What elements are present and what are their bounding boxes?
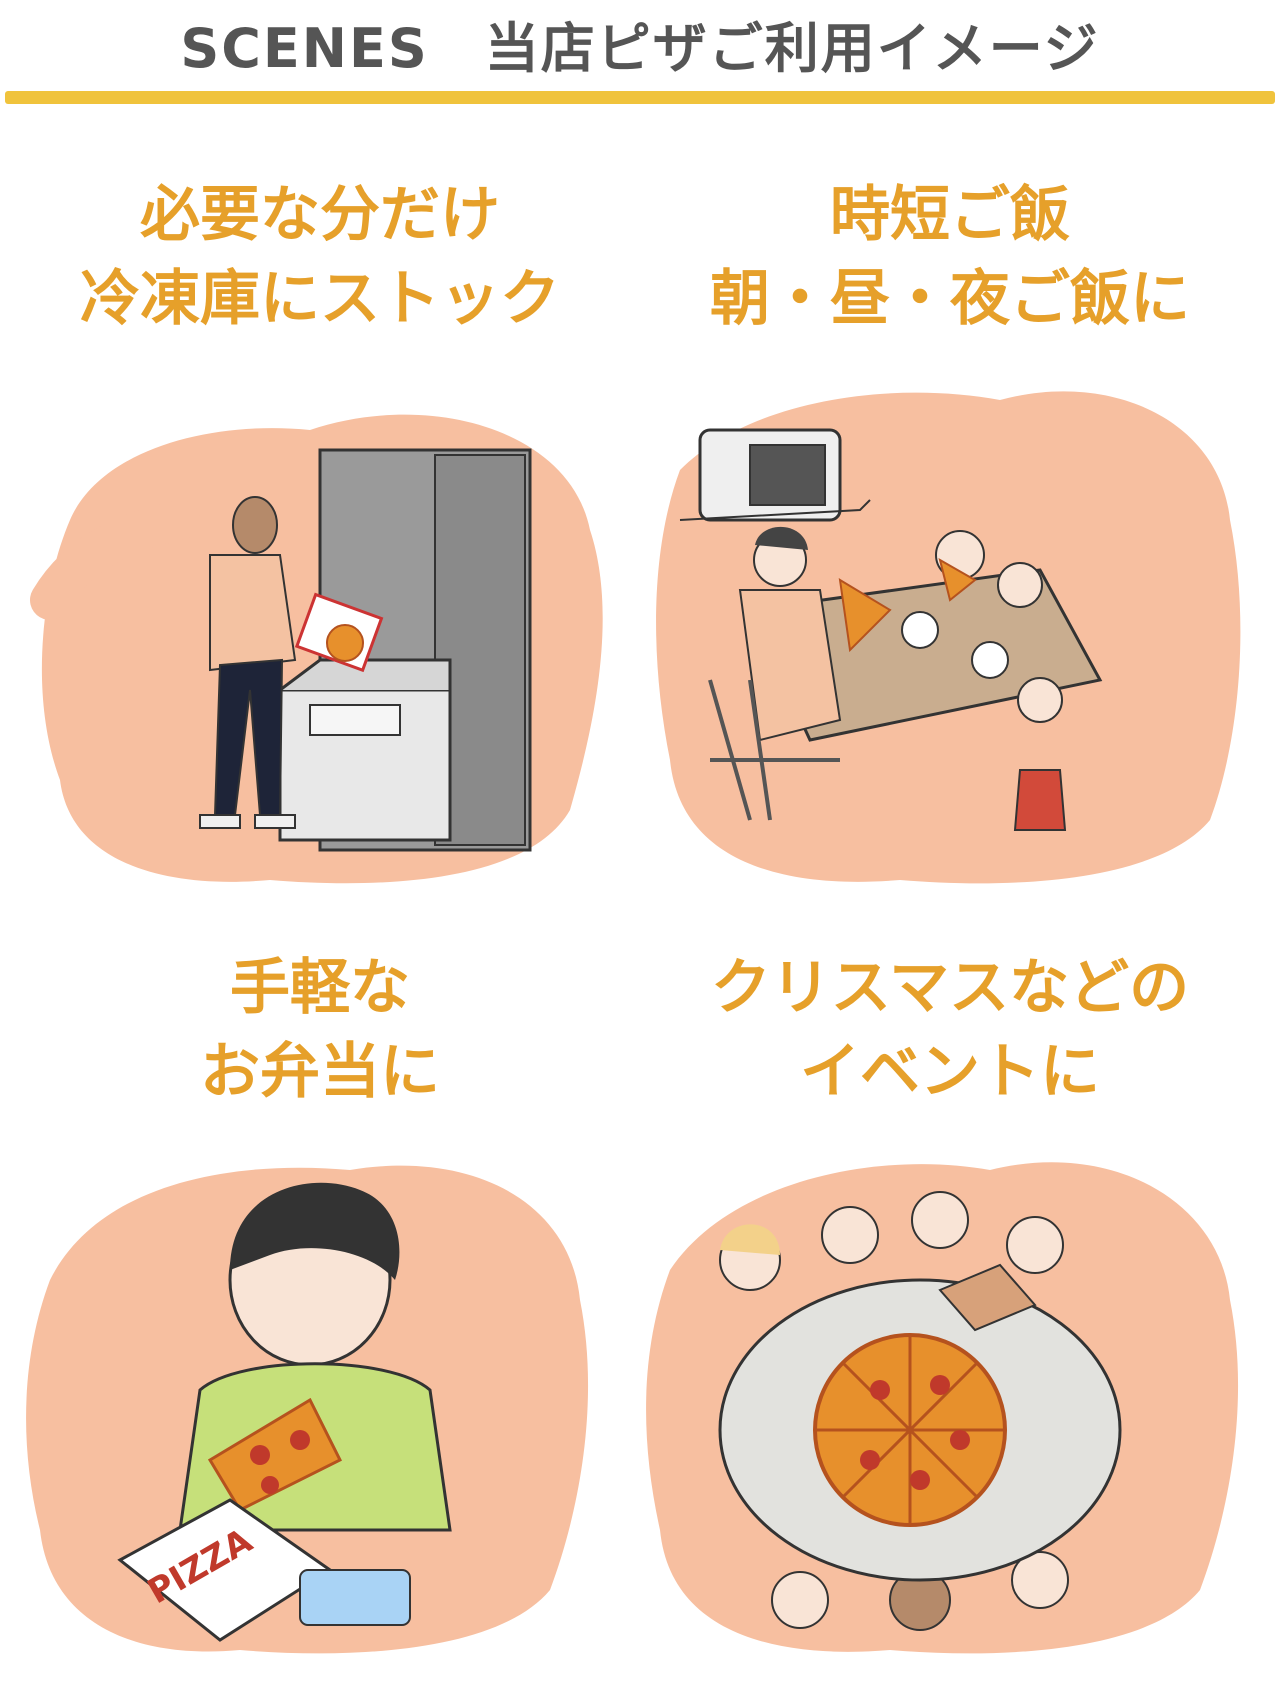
pizza-box-icon (938, 1263, 1037, 1332)
scene-party-event: クリスマスなどの イベントに (640, 945, 1260, 1705)
party-table-illustration (646, 1162, 1239, 1654)
guests-icon (719, 1191, 1069, 1631)
page-title: SCENES 当店ピザご利用イメージ (180, 17, 1100, 80)
pizza-slice-icon (838, 578, 892, 653)
scene-freezer-stock: 必要な分だけ 冷凍庫にストック (10, 160, 630, 920)
lunch-container-icon (299, 1569, 411, 1626)
scene-caption-line1: 手軽な (230, 953, 410, 1023)
header-divider (5, 91, 1275, 104)
scene-caption-line1: クリスマスなどの (710, 953, 1190, 1023)
scene-caption-line1: 時短ご飯 (830, 180, 1070, 250)
children-icon (935, 530, 1067, 831)
pizza-box-icon (294, 592, 384, 673)
family-meal-illustration (656, 391, 1241, 884)
freezer-stock-illustration (30, 414, 603, 884)
toaster-oven-icon (679, 428, 871, 522)
scene-family-meal: 時短ご飯 朝・昼・夜ご飯に (640, 160, 1260, 920)
chair-icon (708, 679, 840, 821)
person-icon (199, 496, 297, 829)
scene-caption-line2: 朝・昼・夜ご飯に (710, 264, 1190, 334)
person-icon (738, 526, 842, 742)
scene-caption-line2: 冷凍庫にストック (80, 264, 560, 334)
scene-caption-line1: 必要な分だけ (140, 180, 500, 250)
pizza-slice-icon (207, 1397, 343, 1512)
page-header: SCENES 当店ピザご利用イメージ (0, 0, 1280, 80)
whole-pizza-icon (813, 1333, 1007, 1527)
scene-caption-line2: イベントに (800, 1037, 1100, 1107)
scene-caption-line2: お弁当に (200, 1037, 440, 1107)
lunch-box-illustration: PIZZA (26, 1165, 589, 1654)
scene-lunch-box: 手軽な お弁当に PIZZA (10, 945, 630, 1705)
